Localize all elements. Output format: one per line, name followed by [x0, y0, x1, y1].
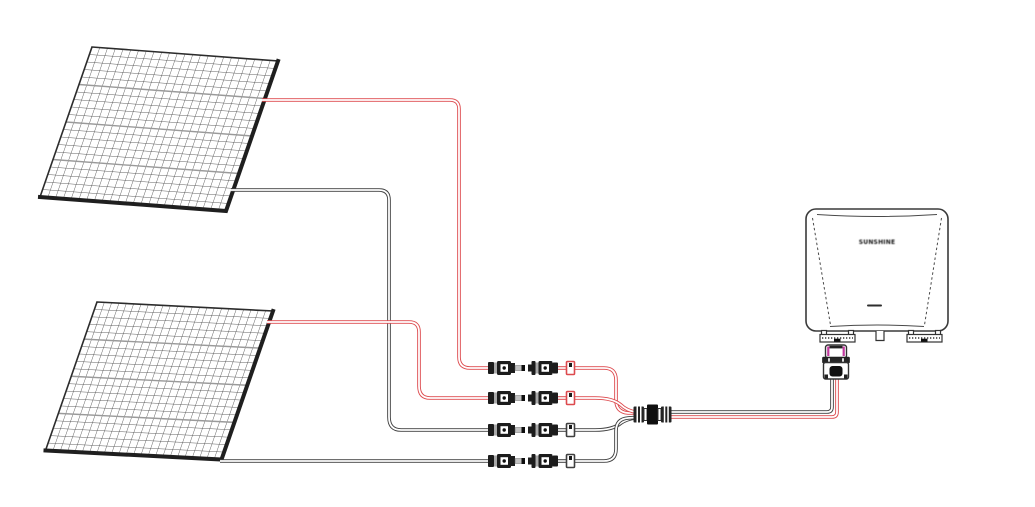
wire-core: [572, 367, 643, 414]
housing-top-seam: [816, 214, 938, 217]
housing-bottom-seam: [829, 324, 925, 327]
solar-panel-bottom: [46, 302, 274, 460]
microinverter-logo: SUNSHINE: [859, 239, 896, 246]
wire-core: [230, 189, 490, 431]
screw-hole: [921, 338, 928, 342]
trunk-black-wire: [662, 376, 834, 414]
mc4-connector-pair-row2: [486, 389, 577, 407]
row4-output-wire: [571, 415, 644, 463]
mounting-foot-right: [906, 329, 943, 343]
negative-wire-panel-top: [229, 188, 491, 432]
magenta-highlight-left: [827, 346, 830, 356]
ac-connector: [822, 344, 850, 380]
center-tab: [875, 331, 885, 342]
hidden-edge-right: [924, 217, 942, 326]
wire-core: [261, 99, 490, 369]
wire-core: [663, 377, 833, 413]
trunk-cable: [662, 376, 839, 419]
mc4-connector-pair-row1: [486, 359, 577, 377]
branch-input-wires: [571, 366, 644, 463]
panel-cell-grid: [40, 47, 278, 211]
microinverter: SUNSHINE: [805, 208, 949, 343]
row1-output-wire: [571, 366, 644, 415]
ac-connector-latch-window: [829, 366, 843, 377]
positive-wire-panel-bottom: [265, 320, 491, 400]
magenta-highlight-right: [842, 346, 845, 356]
hidden-edge-left: [812, 217, 831, 326]
screw-hole: [834, 338, 841, 342]
panel-frame-depth-edge: [40, 47, 278, 211]
positive-wire-panel-top: [260, 98, 491, 370]
wire-core: [572, 416, 643, 462]
mc4-connector-pair-row4: [486, 452, 577, 470]
label-mark: [867, 304, 882, 307]
wire-core: [266, 321, 490, 399]
dc-wires: [218, 98, 491, 463]
mc4-connector-pair-row3: [486, 421, 577, 439]
panel-cell-grid: [46, 302, 274, 460]
mounting-foot-left: [819, 329, 856, 343]
branch-connector: [633, 404, 672, 425]
solar-panel-top: [40, 47, 278, 211]
